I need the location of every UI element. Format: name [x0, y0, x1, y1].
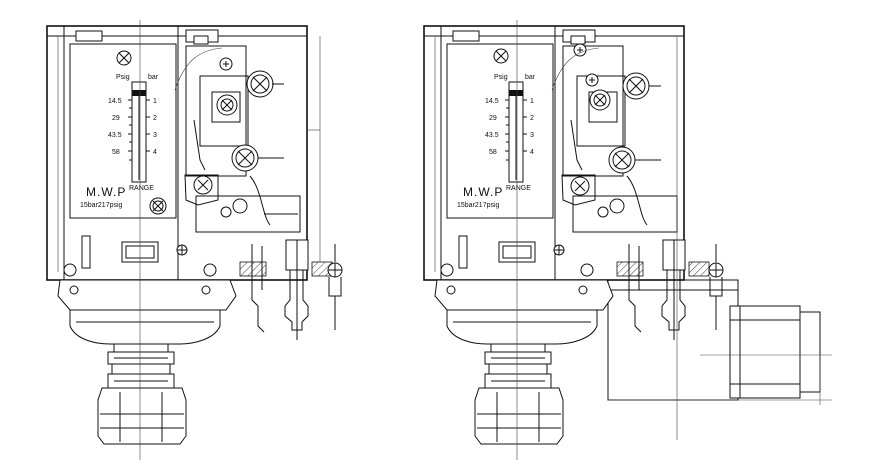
base-flange	[434, 279, 614, 311]
bar-tick-label: 3	[530, 132, 534, 139]
housing-outline	[46, 25, 308, 281]
psig-tick-label: 14.5	[108, 98, 122, 105]
unit-bar-label: bar	[525, 74, 536, 81]
range-label: RANGE	[129, 185, 154, 192]
mwp-label: M.W.P	[463, 185, 503, 199]
psig-tick-label: 58	[112, 149, 120, 156]
plug-connector	[607, 279, 832, 405]
range-label: RANGE	[506, 185, 531, 192]
scale-plate	[446, 43, 554, 219]
bellows-body	[69, 309, 221, 345]
unit-psig-label: Psig	[116, 74, 130, 81]
bar-tick-label: 4	[153, 149, 157, 156]
mwp-value: 15bar217psig	[457, 202, 500, 209]
pressure-switch-view-left: Psig bar 14.5 29 43.5 58 1 2 3 4 RANGE M…	[46, 20, 343, 460]
bar-tick-label: 1	[530, 98, 534, 105]
bar-tick-label: 3	[153, 132, 157, 139]
hex-nut	[97, 387, 187, 445]
bar-tick-label: 4	[530, 149, 534, 156]
scale-plate	[69, 43, 177, 219]
small-screw	[573, 43, 587, 57]
psig-tick-label: 43.5	[485, 132, 499, 139]
bar-tick-label: 1	[153, 98, 157, 105]
hex-nut	[474, 387, 564, 445]
bar-tick-label: 2	[530, 115, 534, 122]
top-screw	[116, 50, 132, 66]
mwp-label: M.W.P	[86, 185, 126, 199]
housing-outline	[423, 25, 685, 281]
terminal-screw	[608, 146, 636, 174]
psig-tick-label: 58	[489, 149, 497, 156]
pressure-switch-view-right: Psig bar 14.5 29 43.5 58 1 2 3 4 RANGE M…	[423, 20, 832, 460]
differential-screw	[216, 94, 238, 116]
unit-bar-label: bar	[148, 74, 159, 81]
terminal-screw	[622, 72, 650, 100]
psig-tick-label: 29	[489, 115, 497, 122]
mwp-value: 15bar217psig	[80, 202, 123, 209]
bellows-body	[446, 309, 598, 345]
differential-screw	[589, 89, 611, 111]
earth-screw	[570, 176, 590, 196]
bar-tick-label: 2	[153, 115, 157, 122]
psig-tick-label: 29	[112, 115, 120, 122]
earth-screw	[193, 175, 213, 195]
terminal-screw	[231, 144, 259, 172]
small-screw	[585, 73, 599, 87]
small-screw	[219, 57, 233, 71]
psig-tick-label: 43.5	[108, 132, 122, 139]
range-adjust-screw	[149, 197, 167, 215]
terminal-screw	[246, 70, 274, 98]
top-screw	[493, 48, 509, 64]
base-flange	[57, 279, 237, 311]
psig-tick-label: 14.5	[485, 98, 499, 105]
unit-psig-label: Psig	[494, 74, 508, 81]
